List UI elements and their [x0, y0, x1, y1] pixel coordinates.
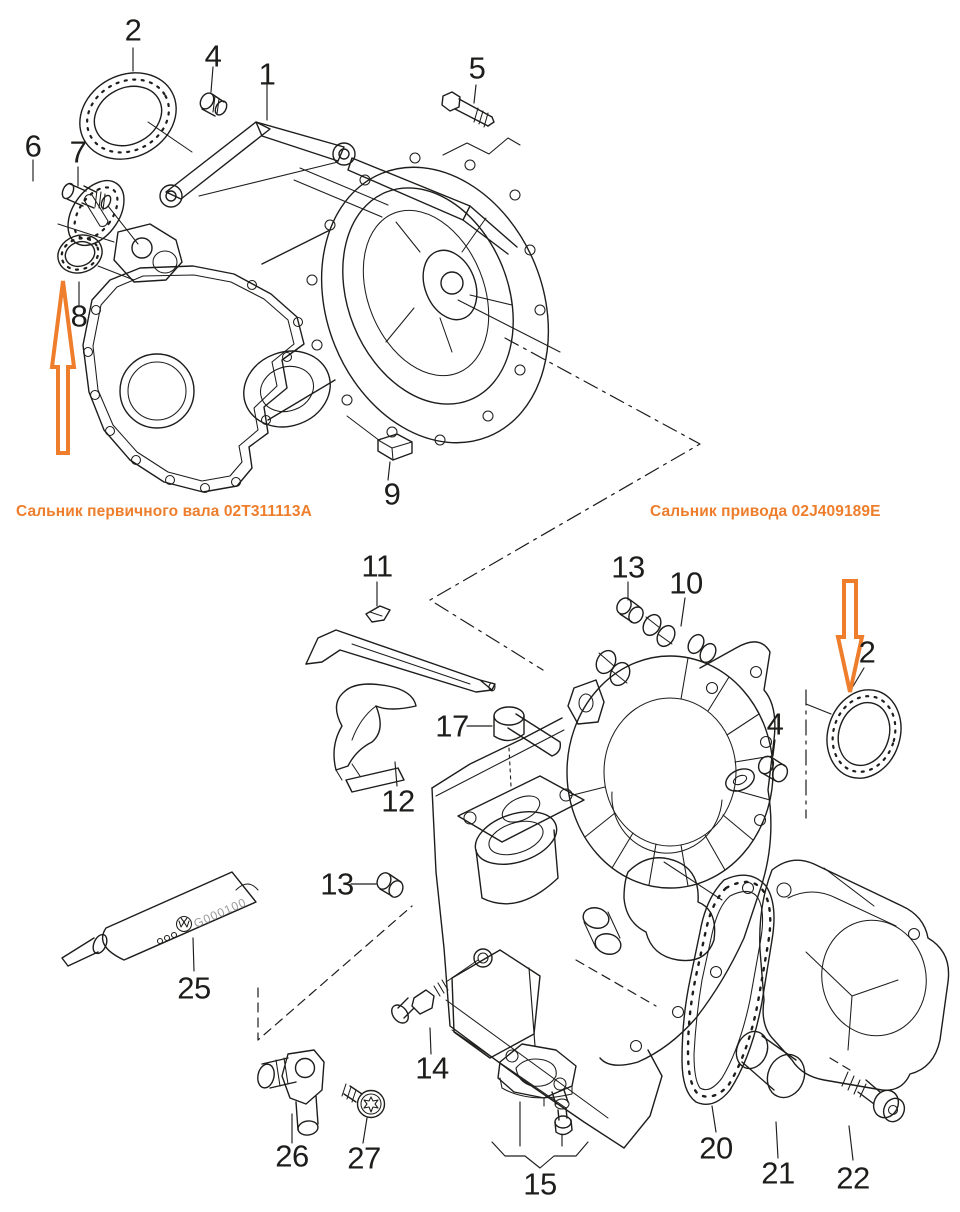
callout-21: 21 [761, 1155, 795, 1191]
callout-7: 7 [69, 134, 87, 170]
part-lever-11 [305, 605, 496, 693]
callout-26: 26 [275, 1138, 309, 1174]
part-seal-2-right [826, 689, 902, 779]
part-housing-bell [261, 152, 561, 446]
callout-6: 6 [24, 128, 42, 164]
part-seal-8 [57, 234, 135, 281]
caption-input-shaft-seal: Сальник первичного вала 02T311113A [16, 503, 312, 520]
callout-2-right: 2 [858, 634, 876, 670]
callout-4-right: 4 [766, 706, 784, 742]
callout-14: 14 [415, 1050, 449, 1086]
part-bolt-7 [61, 182, 139, 245]
orange-arrow-down [835, 579, 865, 693]
callout-10: 10 [669, 565, 703, 601]
callout-20: 20 [699, 1130, 733, 1166]
callout-9: 9 [383, 476, 401, 512]
leader-lines-bottom [192, 581, 875, 1161]
callout-22: 22 [836, 1160, 870, 1196]
part-plug-13-upper [616, 597, 644, 624]
caption-drive-seal: Сальник привода 02J409189E [650, 503, 881, 520]
construction-lines-top [429, 337, 701, 671]
part-end-cover-21 [735, 859, 950, 1099]
part-housing-front-face [82, 223, 381, 494]
part-plug-13-left [376, 872, 404, 898]
tube-part-number: G000100 [192, 895, 249, 931]
part-sealant-tube-25: G000100 [61, 871, 259, 967]
callout-1: 1 [258, 56, 276, 92]
part-cover-15 [491, 1043, 589, 1169]
part-cap-17 [493, 706, 525, 742]
part-seal-2-top [79, 72, 193, 160]
callout-15: 15 [523, 1166, 557, 1202]
callout-13-left: 13 [320, 866, 354, 902]
callout-13-upper: 13 [611, 549, 645, 585]
part-bracket-1 [159, 121, 518, 255]
leader-lines-top [32, 47, 477, 481]
callout-17: 17 [435, 708, 469, 744]
callout-12: 12 [381, 783, 415, 819]
callout-27: 27 [347, 1140, 381, 1176]
callout-25: 25 [177, 970, 211, 1006]
callout-5: 5 [468, 50, 486, 86]
part-bolt-22 [841, 1071, 906, 1123]
part-plug-4-top [199, 92, 228, 117]
callout-4-top: 4 [204, 38, 222, 74]
part-bolt-5 [441, 91, 521, 156]
part-gasket-20 [681, 874, 775, 1105]
part-block-9 [377, 433, 413, 461]
part-switch-14 [391, 959, 479, 1024]
part-sensor-26 [257, 1049, 325, 1136]
orange-arrow-up [49, 280, 77, 455]
part-screw-27 [341, 1083, 386, 1119]
part-plug-4-right [757, 755, 789, 783]
construction-lines-bottom [257, 689, 851, 1071]
callout-2-top: 2 [124, 12, 142, 48]
part-bracket-12 [333, 683, 417, 793]
callout-11: 11 [361, 548, 393, 584]
callout-8: 8 [70, 298, 88, 334]
